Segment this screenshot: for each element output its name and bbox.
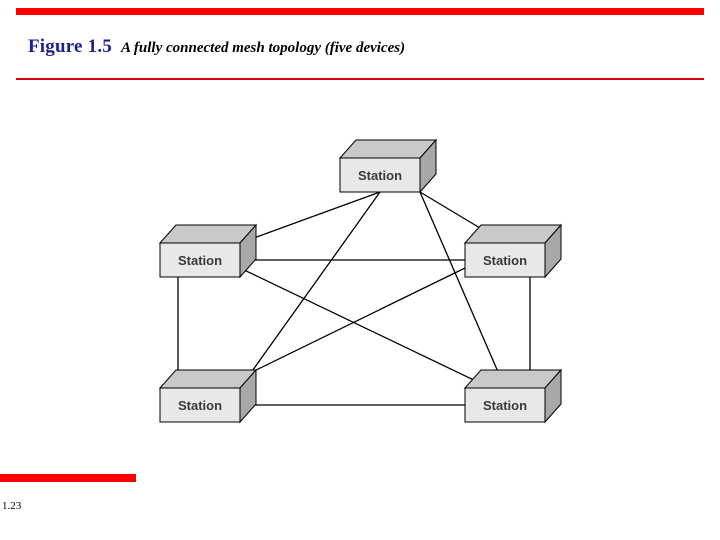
station-node-top[interactable]: Station <box>339 139 437 193</box>
link-top-bottomleft <box>239 191 381 389</box>
station-label: Station <box>358 168 402 183</box>
station-node-middle-right[interactable]: Station <box>464 224 562 278</box>
station-label: Station <box>178 398 222 413</box>
station-label: Station <box>178 253 222 268</box>
station-node-middle-left[interactable]: Station <box>159 224 257 278</box>
mesh-links <box>177 191 531 406</box>
figure-label: Figure 1.5 <box>28 36 112 57</box>
bottom-red-rule <box>0 474 136 482</box>
station-label: Station <box>483 253 527 268</box>
figure-caption: A fully connected mesh topology (five de… <box>120 40 406 56</box>
station-node-bottom-right[interactable]: Station <box>464 369 562 423</box>
station-node-bottom-left[interactable]: Station <box>159 369 257 423</box>
figure-title-row: Figure 1.5 A fully connected mesh topolog… <box>28 36 698 62</box>
mesh-topology-diagram: Station Station Station Station Station <box>130 100 590 440</box>
link-top-bottomright <box>419 191 506 389</box>
top-red-rule <box>16 8 704 15</box>
page-number: 1.23 <box>2 500 22 512</box>
station-label: Station <box>483 398 527 413</box>
title-underline-rule <box>16 78 704 80</box>
link-middleleft-bottomright <box>239 267 506 396</box>
link-top-middleleft <box>239 191 381 244</box>
